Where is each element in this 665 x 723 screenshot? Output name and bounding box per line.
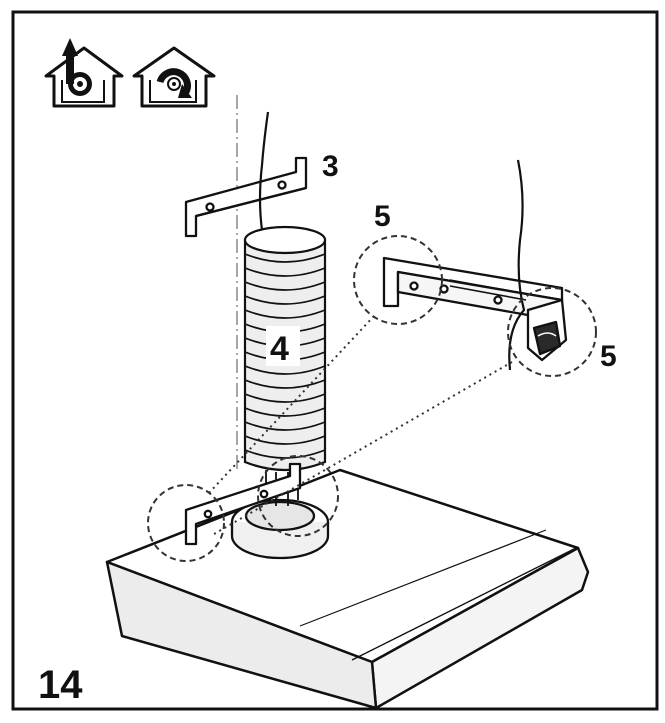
label-detail-left: 5 [374, 200, 391, 233]
label-detail-right: 5 [600, 340, 617, 373]
detail-circle-lower-right [257, 455, 339, 537]
detail-circle-upper-right [507, 287, 597, 377]
lower-hood-bracket [184, 462, 302, 546]
detail-circle-lower-left [147, 484, 225, 562]
recirculation-mode-house-icon [132, 46, 216, 108]
hood-outlet-collar [230, 498, 330, 560]
power-cable-right [508, 159, 526, 371]
label-duct: 4 [270, 330, 289, 368]
detail-leader-lines [207, 315, 513, 535]
detail-circle-upper-left [353, 235, 443, 325]
step-number: 14 [38, 663, 83, 707]
power-cable-left [258, 111, 270, 231]
extraction-mode-house-icon [44, 38, 124, 108]
duct-label-background [266, 326, 300, 366]
cooker-hood [105, 468, 590, 710]
label-upper-bracket: 3 [322, 150, 339, 183]
bracket-detail-view [382, 256, 568, 362]
upper-wall-bracket [184, 156, 308, 238]
